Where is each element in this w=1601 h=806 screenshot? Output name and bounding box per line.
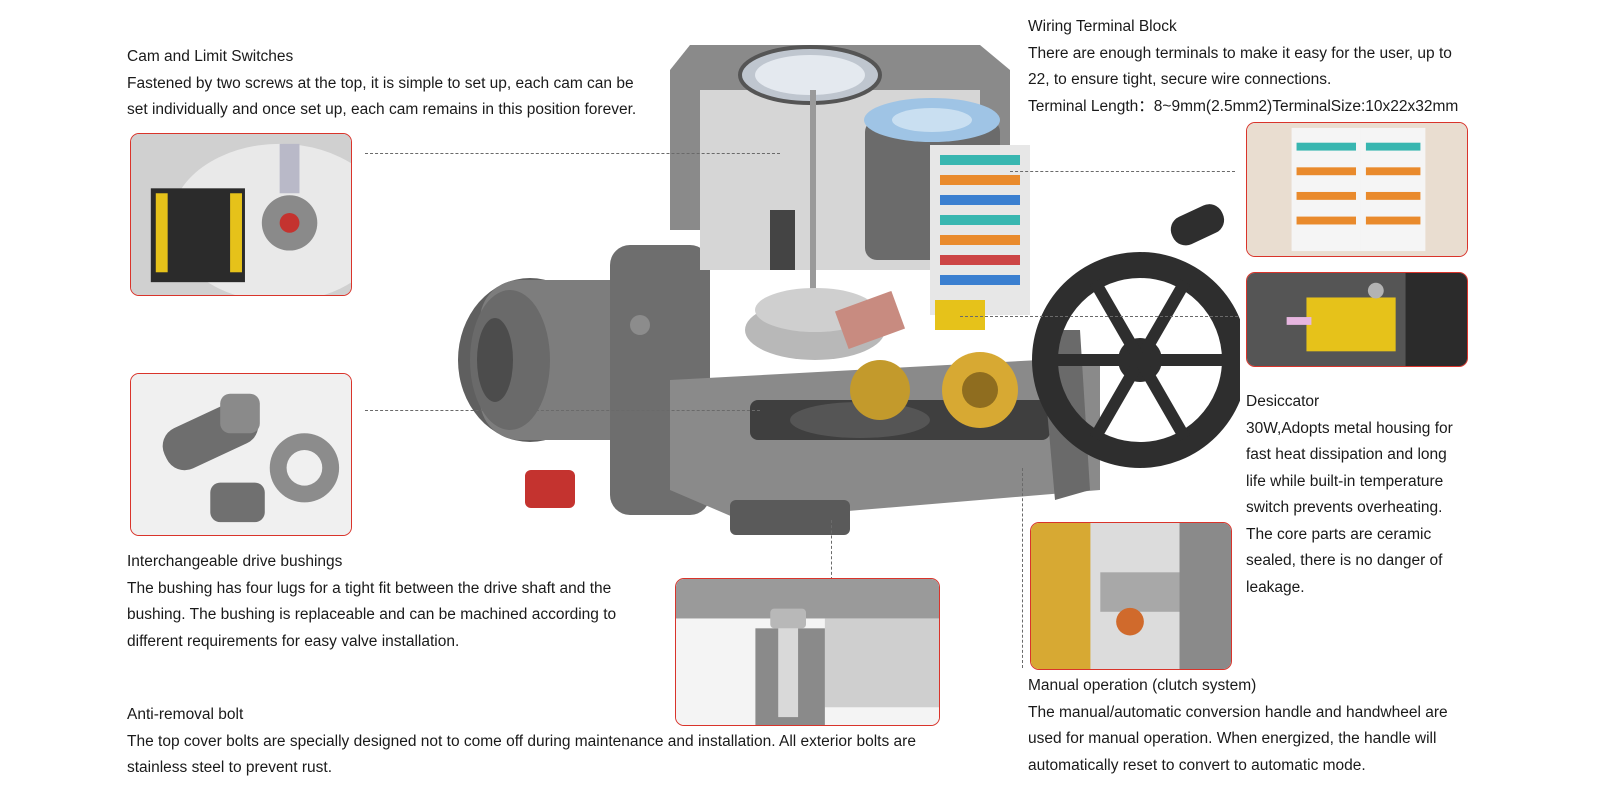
callout-text: bushing. The bushing is replaceable and … <box>127 606 617 623</box>
callout-wiring-terminal-block: Wiring Terminal Block There are enough t… <box>1028 14 1588 120</box>
callout-text: switch prevents overheating. <box>1246 499 1443 516</box>
callout-text: Terminal Length：8~9mm(2.5mm2)TerminalSiz… <box>1028 97 1459 115</box>
leader-line-bolt <box>831 520 832 580</box>
inset-wiring-terminal-block <box>1246 122 1468 257</box>
callout-title: Wiring Terminal Block <box>1028 18 1177 35</box>
callout-text: different requirements for easy valve in… <box>127 632 460 650</box>
leader-line-manual <box>1022 468 1023 668</box>
callout-text: 30W,Adopts metal housing for <box>1246 419 1453 437</box>
leader-line-wiring <box>1010 171 1235 172</box>
callout-text: The top cover bolts are specially design… <box>127 732 916 750</box>
cam-assembly <box>745 90 906 360</box>
inset-cam-limit-switches <box>130 133 352 296</box>
callout-anti-removal-bolt: Anti-removal bolt The top cover bolts ar… <box>127 702 987 782</box>
callout-title: Desiccator <box>1246 393 1320 410</box>
callout-text: 22, to ensure tight, secure wire connect… <box>1028 71 1332 88</box>
callout-text: automatically reset to convert to automa… <box>1028 756 1366 774</box>
callout-text: The bushing has four lugs for a tight fi… <box>127 579 612 597</box>
motor-housing <box>458 245 710 515</box>
callout-cam-limit-switches: Cam and Limit Switches Fastened by two s… <box>127 44 727 124</box>
handwheel <box>1032 204 1240 468</box>
leader-line-cam <box>365 153 780 154</box>
callout-title: Manual operation (clutch system) <box>1028 677 1257 694</box>
leader-line-bushing <box>365 410 760 411</box>
callout-text: stainless steel to prevent rust. <box>127 759 333 776</box>
callout-text: set individually and once set up, each c… <box>127 101 637 118</box>
callout-text: fast heat dissipation and long <box>1246 446 1447 463</box>
inset-manual-operation <box>1030 522 1232 670</box>
actuator-cutaway-illustration <box>458 45 1240 535</box>
callout-text: used for manual operation. When energize… <box>1028 730 1437 747</box>
inset-desiccator <box>1246 272 1468 367</box>
callout-title: Anti-removal bolt <box>127 706 244 723</box>
callout-title: Cam and Limit Switches <box>127 48 294 65</box>
callout-text: sealed, there is no danger of <box>1246 552 1443 569</box>
bottom-flange <box>730 500 850 535</box>
callout-title: Interchangeable drive bushings <box>127 553 343 570</box>
callout-drive-bushings: Interchangeable drive bushings The bushi… <box>127 549 687 655</box>
callout-text: There are enough terminals to make it ea… <box>1028 44 1452 62</box>
callout-text: leakage. <box>1246 578 1305 596</box>
terminal-block <box>930 145 1030 330</box>
leader-line-desiccator <box>960 316 1238 317</box>
red-drain-plug <box>525 470 575 508</box>
callout-manual-operation: Manual operation (clutch system) The man… <box>1028 673 1588 779</box>
callout-text: life while built-in temperature <box>1246 472 1444 490</box>
callout-text: Fastened by two screws at the top, it is… <box>127 74 634 92</box>
callout-text: The manual/automatic conversion handle a… <box>1028 703 1448 721</box>
gearbox-housing <box>670 352 1100 520</box>
inset-anti-removal-bolt <box>675 578 940 726</box>
callout-text: The core parts are ceramic <box>1246 525 1432 543</box>
callout-desiccator: Desiccator 30W,Adopts metal housing for … <box>1246 389 1546 601</box>
inset-drive-bushings <box>130 373 352 536</box>
